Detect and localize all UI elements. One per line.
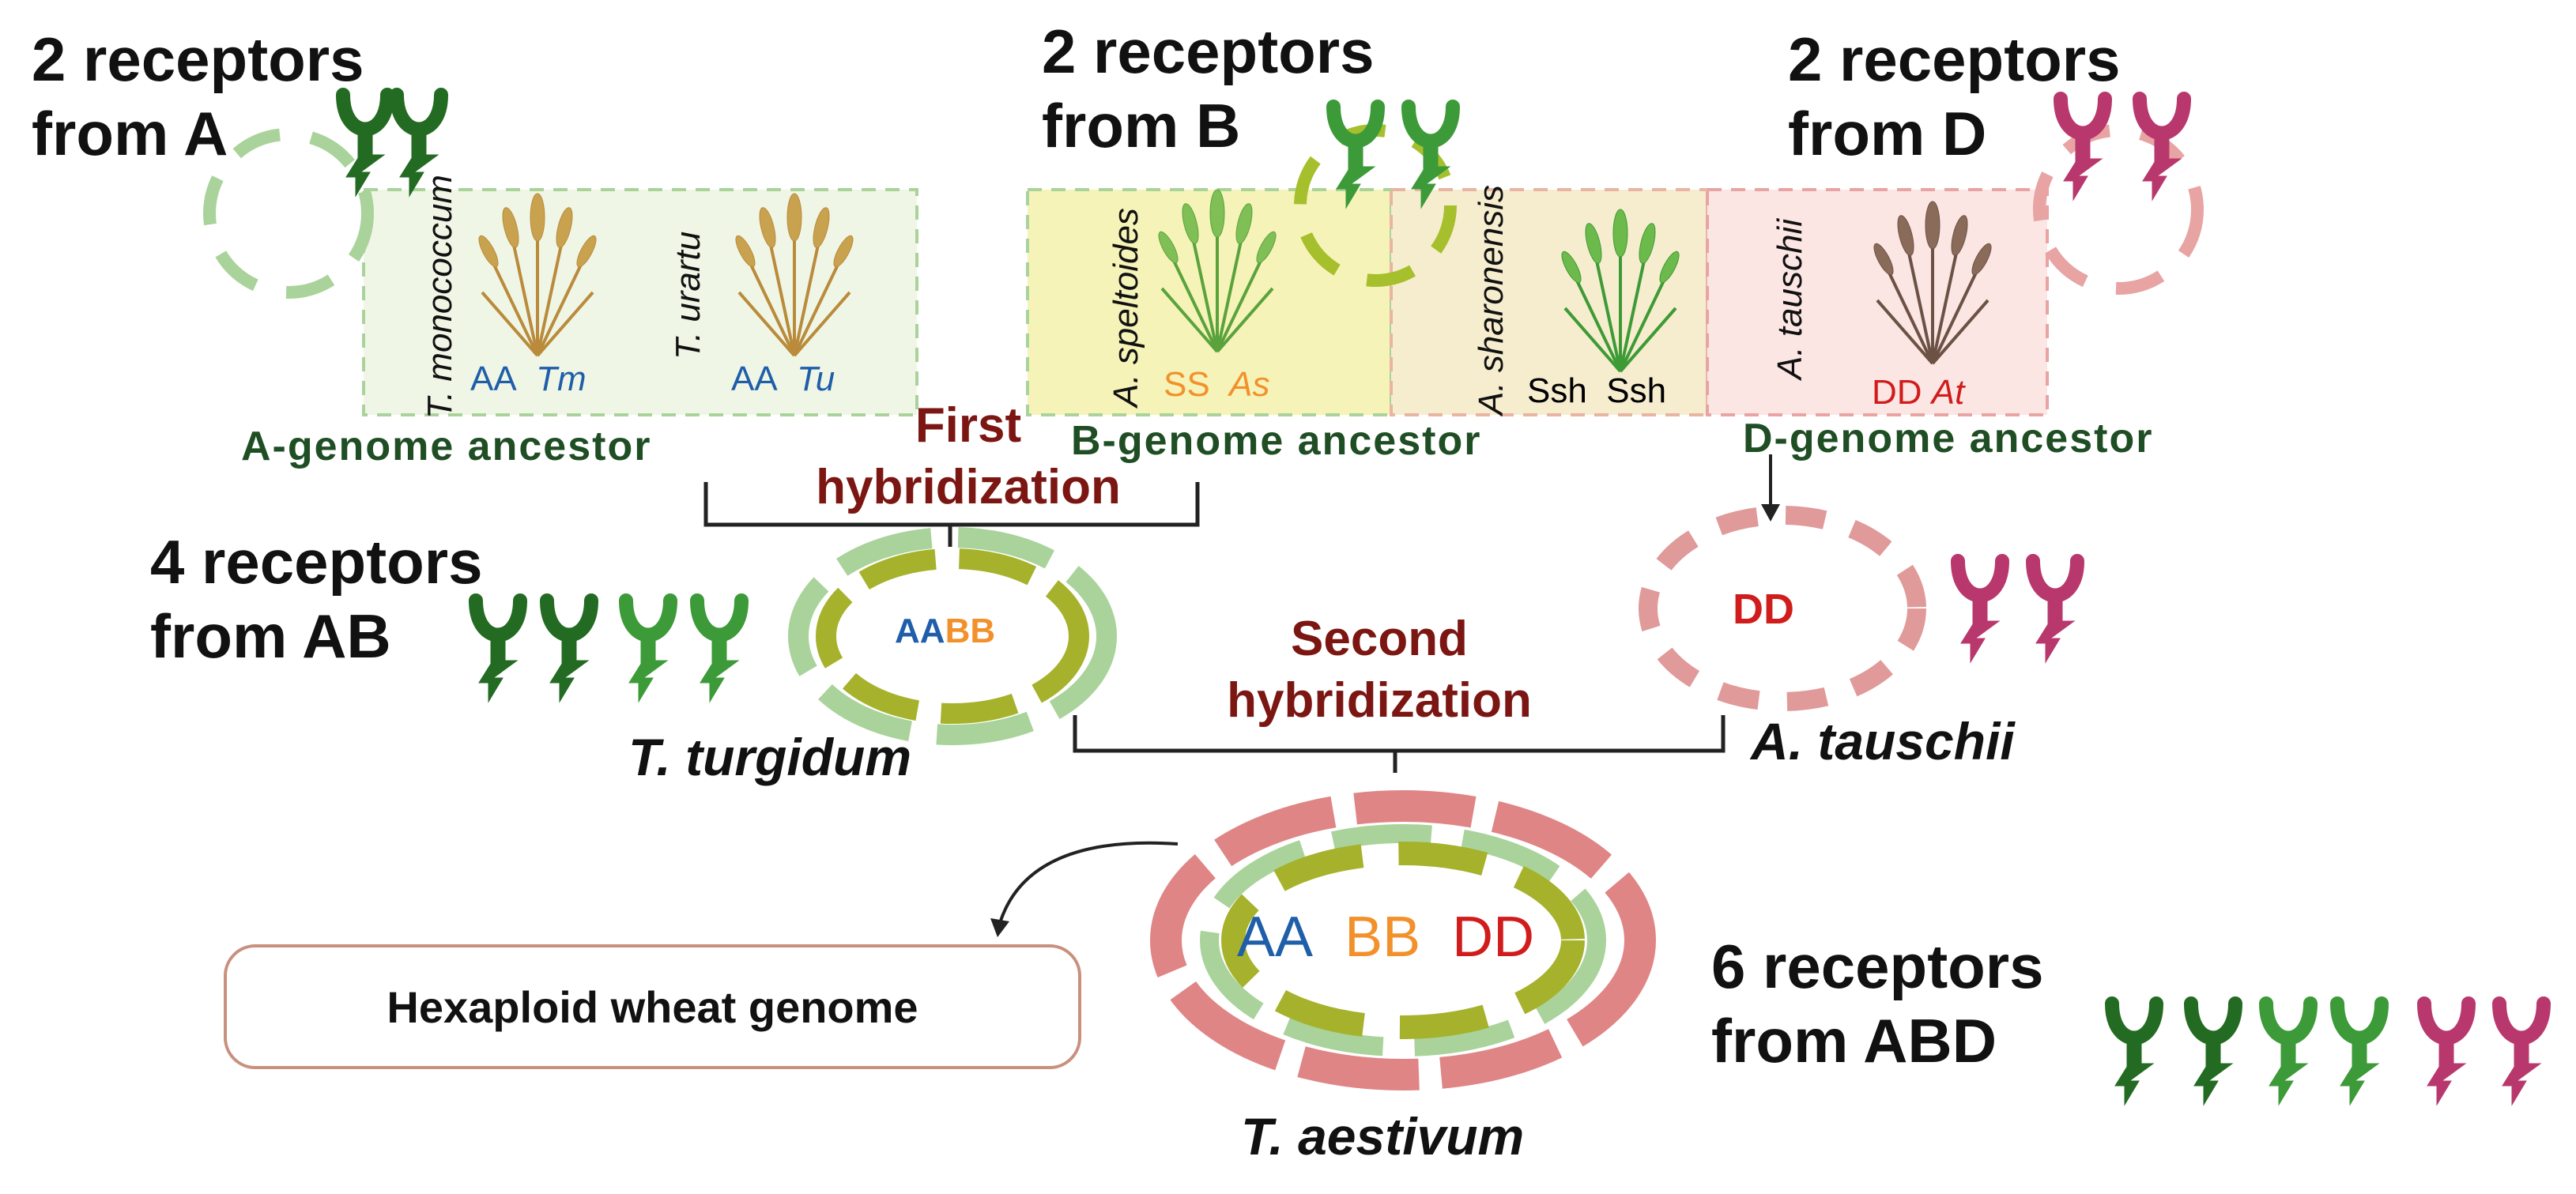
panel-speltoides — [1026, 188, 1393, 416]
diploid-d-genome-code: DD — [1733, 586, 1794, 633]
species-aestivum: T. aestivum — [1241, 1107, 1525, 1166]
hexaploid-genome-ring — [1150, 790, 1656, 1090]
species-tauschii: A. tauschii — [1751, 712, 2015, 770]
d-genome-ancestor-label: D-genome ancestor — [1743, 416, 2154, 461]
genome-code-tauschii: DD At — [1872, 373, 1965, 412]
d-arrow-head — [1761, 504, 1780, 522]
receptor-icon — [2266, 1004, 2310, 1105]
receptor-icon — [547, 601, 591, 702]
tetraploid-genome-ring — [788, 527, 1117, 745]
dashed-circle-d — [2033, 124, 2204, 295]
second-hybrid-bracket — [1073, 715, 1726, 773]
receptor-icon — [2424, 1004, 2469, 1105]
diploid-d-ring — [1639, 506, 1926, 711]
hexaploid-genome-code: AA BB DD — [1237, 906, 1535, 969]
b-genome-ancestor-label: B-genome ancestor — [1071, 418, 1482, 464]
species-name-tauschii-box: A. tauschii — [1771, 219, 1809, 379]
receptor-icon — [626, 601, 670, 702]
callout-arrow-head — [990, 918, 1009, 937]
receptor-icon — [697, 601, 741, 702]
hexaploid-callout-box: Hexaploid wheat genome — [224, 944, 1081, 1069]
genome-code-sharonensis: Ssh Ssh — [1527, 371, 1667, 410]
species-name-speltoides: A. speltoides — [1107, 208, 1145, 407]
receptor-icon — [1958, 561, 2002, 662]
species-name-monococcum: T. monococcum — [421, 175, 459, 419]
species-turgidum: T. turgidum — [628, 728, 912, 786]
receptor-icon — [2337, 1004, 2382, 1105]
genome-code-speltoides: SS As — [1164, 365, 1270, 404]
a-genome-ancestor-label: A-genome ancestor — [241, 424, 652, 469]
species-name-sharonensis: A. sharonensis — [1472, 184, 1511, 415]
receptor-icon — [2191, 1004, 2235, 1105]
receptor-icon — [2112, 1004, 2156, 1105]
species-name-urartu: T. urartu — [669, 231, 707, 360]
callout-arrow — [998, 841, 1179, 924]
dashed-circle-a — [203, 128, 374, 299]
tetraploid-genome-code: AABB — [895, 612, 996, 650]
first-hybrid-bracket — [703, 482, 1200, 547]
receptor-icon — [2033, 561, 2077, 662]
genome-code-monococcum: AA Tm — [470, 360, 586, 398]
genome-code-urartu: AA Tu — [731, 360, 835, 398]
hexaploid-callout-text: Hexaploid wheat genome — [387, 981, 918, 1032]
receptor-icon — [2499, 1004, 2544, 1105]
